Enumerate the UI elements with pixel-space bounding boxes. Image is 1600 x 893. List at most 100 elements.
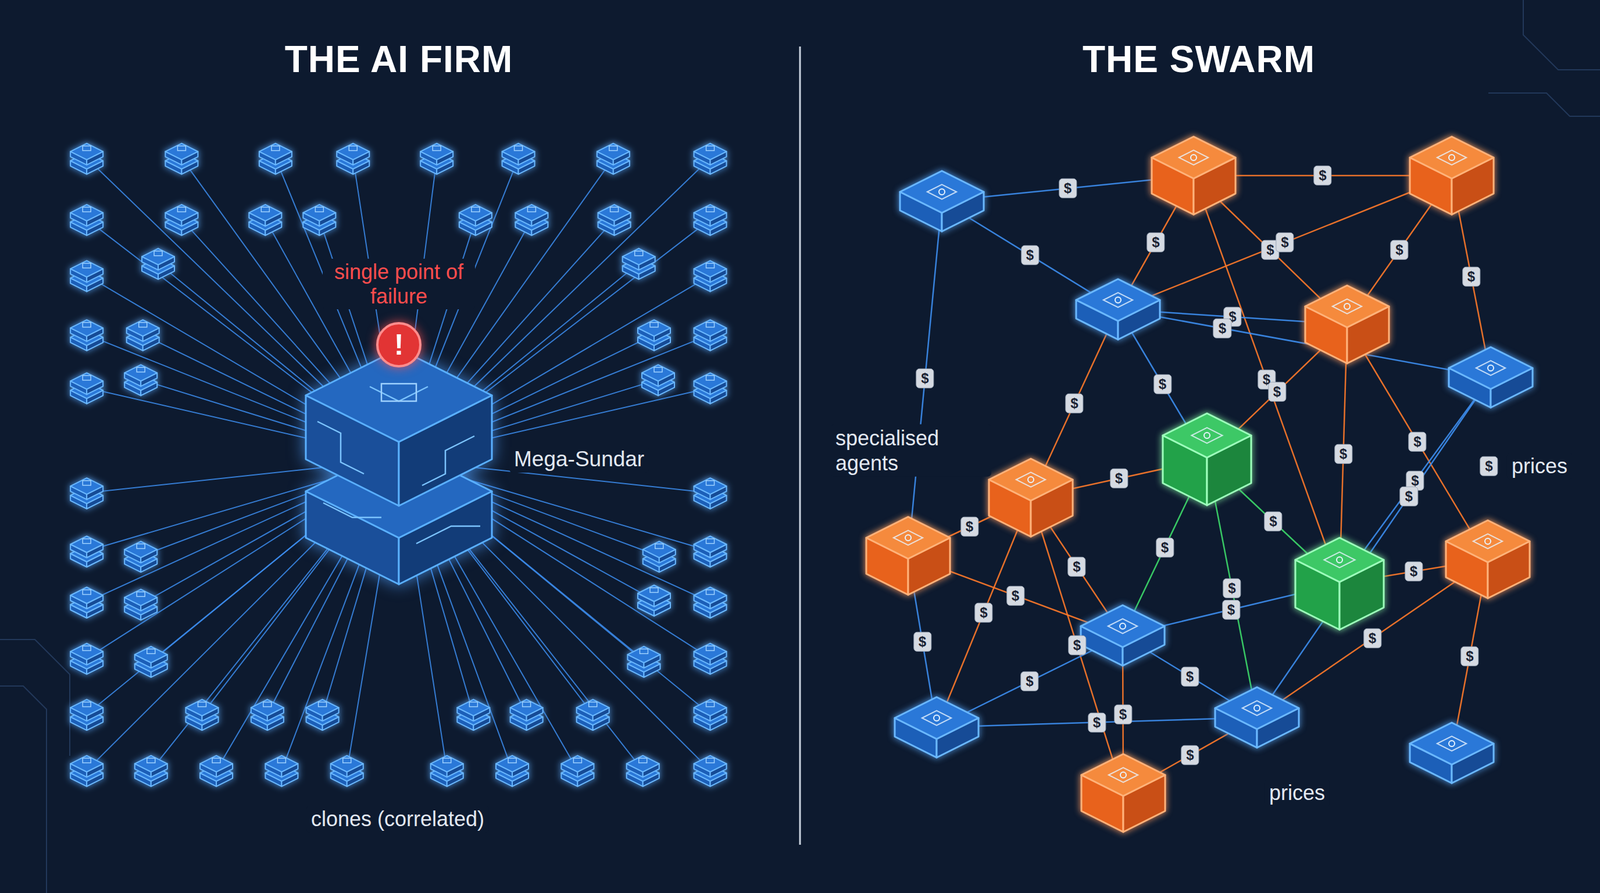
clone-tile <box>637 585 671 617</box>
clone-chip <box>610 206 619 212</box>
clone-chip <box>343 758 352 763</box>
panel-title: THE AI FIRM <box>284 37 514 81</box>
cube-face <box>165 204 198 221</box>
cube-face <box>1409 136 1494 179</box>
clone-tile <box>502 143 535 175</box>
cube-face <box>1076 279 1160 321</box>
clone-tile <box>70 699 103 731</box>
clone-tile <box>124 589 157 621</box>
agent-icon <box>1204 432 1210 439</box>
cube-face <box>126 319 160 337</box>
cube-face <box>70 204 103 221</box>
model-name: Mega-Sundar <box>509 445 649 473</box>
agent-cube <box>894 697 979 758</box>
price-badge: $ <box>1065 393 1084 414</box>
clone-tile <box>70 260 103 292</box>
agent-cube <box>900 170 984 232</box>
price-badge: $ <box>1479 456 1498 477</box>
clone-chip <box>177 206 186 212</box>
clone-chip <box>147 648 156 654</box>
clone-tile <box>126 319 160 351</box>
clone-chip <box>147 758 156 763</box>
cube-face <box>420 143 453 160</box>
warning-badge: single point of failure! <box>376 322 422 368</box>
clone-tile <box>70 536 103 567</box>
cube-face <box>248 204 282 221</box>
clone-chip <box>136 591 145 597</box>
clone-tile <box>694 319 727 351</box>
clone-chip <box>706 645 715 651</box>
price-badge: $ <box>960 516 979 537</box>
cube-face <box>510 699 544 716</box>
clone-tile <box>430 755 464 787</box>
cube-face <box>502 143 535 160</box>
clone-tile <box>200 755 233 787</box>
clone-chip <box>82 702 91 707</box>
cube-face <box>1445 520 1530 563</box>
swarm-link <box>936 497 1031 728</box>
cube-face <box>694 477 727 495</box>
clone-chip <box>318 702 327 707</box>
clone-tile <box>124 541 157 573</box>
price-badge: $ <box>1020 671 1039 692</box>
agent-icon <box>1336 556 1343 563</box>
agent-icon <box>1487 365 1494 371</box>
core-chip <box>381 383 417 402</box>
cube-face <box>637 585 671 602</box>
cube-face <box>251 699 284 716</box>
cube-face <box>694 587 727 604</box>
clone-tile <box>694 477 727 509</box>
price-badge: $ <box>1067 556 1086 577</box>
price-badge: $ <box>974 602 993 623</box>
agent-icon <box>1120 772 1127 778</box>
agent-cube <box>1081 754 1166 832</box>
circuit-trace <box>369 386 428 402</box>
cube-face <box>561 755 594 773</box>
clone-chip <box>136 544 145 549</box>
cube-face <box>1080 605 1165 648</box>
agent-icon <box>922 710 952 725</box>
callout-note: specialised agents <box>830 424 992 477</box>
agent-icon <box>1179 150 1209 165</box>
agent-icon <box>1448 740 1455 747</box>
cube-face <box>694 699 727 716</box>
cube-face <box>70 755 103 773</box>
clone-chip <box>177 145 186 151</box>
clone-tile <box>70 755 103 787</box>
clone-chip <box>706 538 715 544</box>
clone-chip <box>639 648 648 654</box>
panel-divider <box>799 46 802 845</box>
cube-face <box>622 248 656 265</box>
clone-tile <box>694 372 727 404</box>
price-badge: $ <box>1222 599 1241 620</box>
agent-icon <box>1476 360 1506 375</box>
clone-tile <box>70 204 103 236</box>
cube-face <box>694 204 727 221</box>
clone-chip <box>706 702 715 707</box>
price-badge: $ <box>1087 712 1106 732</box>
clone-tile <box>306 699 339 731</box>
price-badge: $ <box>1334 444 1353 464</box>
clone-chip <box>706 375 715 381</box>
clone-chip <box>154 251 163 256</box>
agent-icon <box>1242 700 1272 716</box>
clone-tile <box>598 204 631 236</box>
price-badge: $ <box>1180 745 1199 766</box>
clone-tile <box>694 536 727 567</box>
clone-tile <box>70 372 103 404</box>
agent-cube <box>1305 285 1389 364</box>
clone-chip <box>212 758 221 763</box>
cube-face <box>165 143 198 160</box>
cube-face <box>643 541 676 558</box>
clone-chip <box>82 263 91 269</box>
swarm-link <box>1256 377 1491 718</box>
clone-chip <box>706 145 715 151</box>
clone-tile <box>420 143 453 175</box>
price-badge: $ <box>1020 245 1039 266</box>
cube-face <box>70 643 103 660</box>
clone-chip <box>82 758 91 763</box>
cube-face <box>70 319 103 337</box>
clone-chip <box>82 375 91 381</box>
